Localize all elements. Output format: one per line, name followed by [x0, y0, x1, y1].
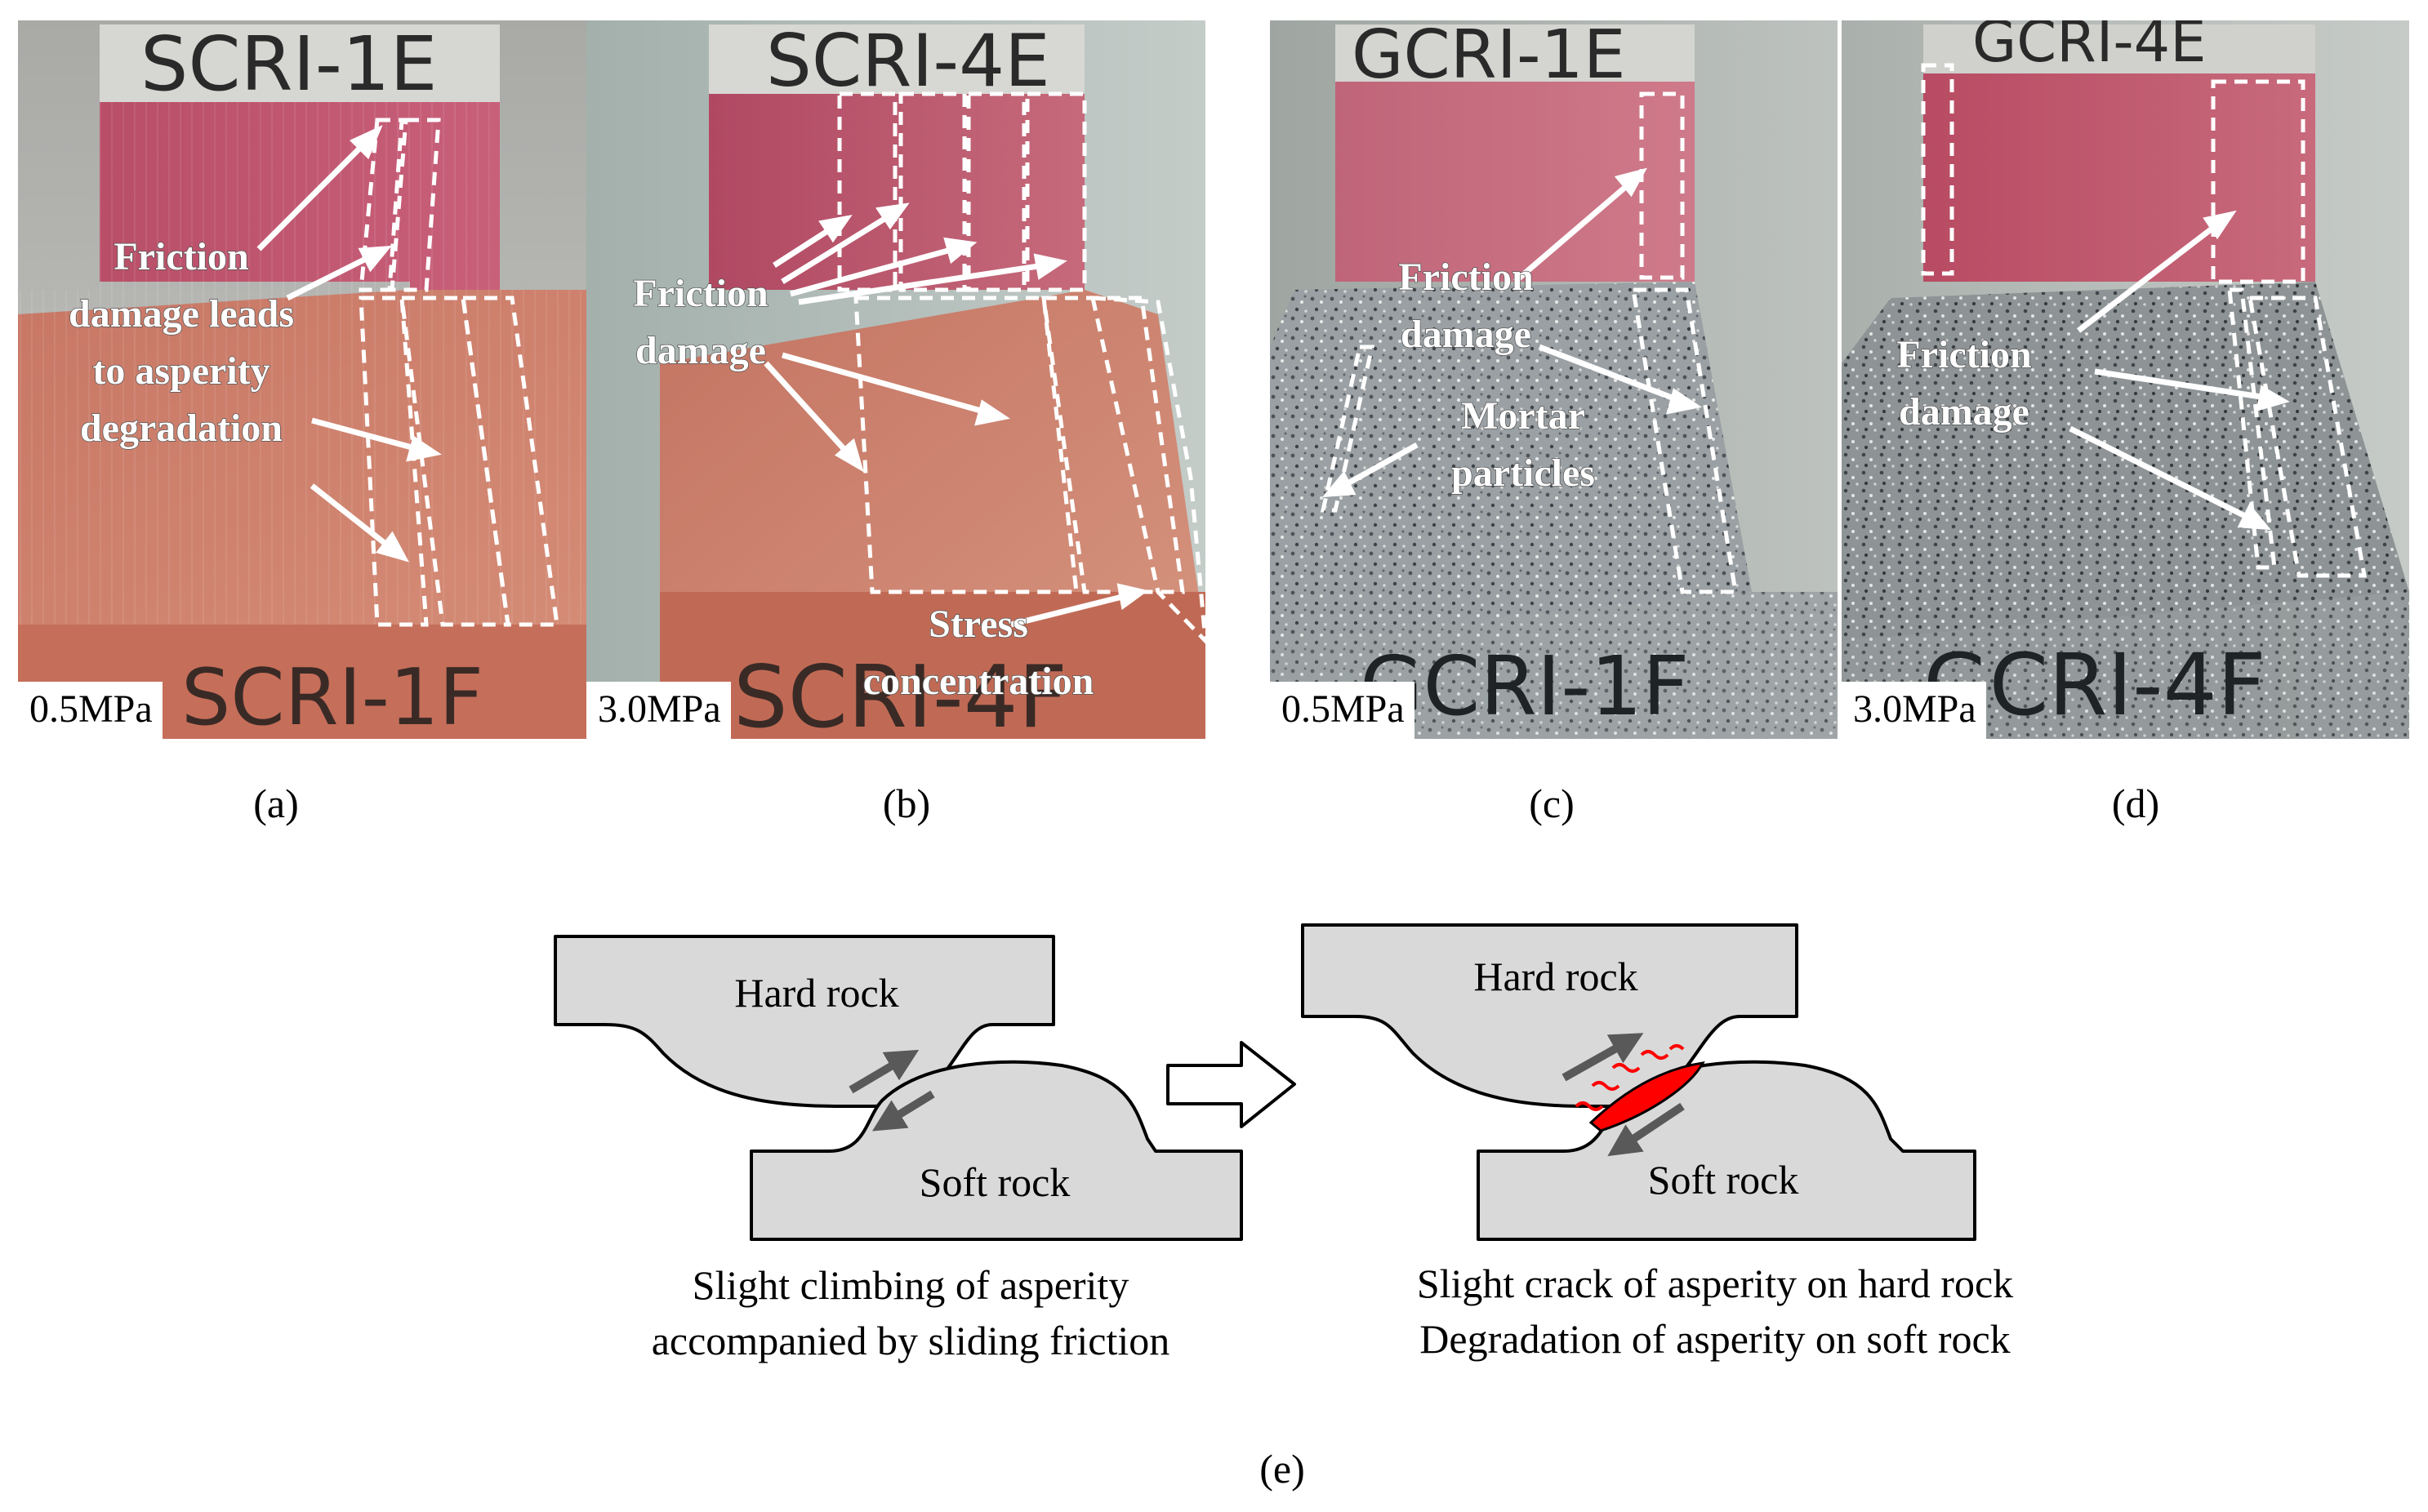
svg-text:Mortar: Mortar — [1461, 394, 1585, 438]
svg-text:Friction: Friction — [1896, 333, 2031, 376]
specimen-bottom-label-a: SCRI-1F — [181, 653, 483, 739]
photo-panel-d: GCRI-4E GCRI-4F Friction damage 3.0MPa — [1842, 20, 2409, 739]
specimen-photo-b: SCRI-4E SCRI-4F Friction damage Stress c… — [586, 20, 1205, 739]
pressure-badge-a: 0.5MPa — [18, 682, 163, 739]
damage-outline-a — [359, 118, 559, 627]
sliding-arrow-down-right — [1607, 1102, 1685, 1157]
specimen-photo-c: GCRI-1E GCRI-1F Friction damage Mortar p… — [1270, 20, 1838, 739]
specimen-top-label-b: SCRI-4E — [766, 20, 1050, 103]
sliding-arrow-down-left — [871, 1090, 935, 1132]
svg-text:degradation: degradation — [80, 407, 283, 450]
damage-outline-c — [1320, 91, 1738, 594]
soft-rock-block-left — [750, 1060, 1243, 1241]
specimen-photo-d: GCRI-4E GCRI-4F Friction damage — [1842, 20, 2409, 739]
hard-rock-label-right: Hard rock — [1473, 954, 1637, 999]
damage-outline-b — [837, 91, 1205, 644]
right-schematic-caption: Slight crack of asperity on hard rock De… — [1416, 1261, 2014, 1362]
sliding-arrow-up-right — [1561, 1033, 1644, 1082]
hard-rock-block-left — [554, 935, 1055, 1109]
specimen-top-label-a: SCRI-1E — [140, 20, 438, 108]
photo-panel-c: GCRI-1E GCRI-1F Friction damage Mortar p… — [1270, 20, 1838, 739]
sliding-arrow-up-left — [849, 1049, 920, 1094]
annotation-text-b: Friction damage Stress concentration — [633, 271, 1094, 704]
svg-text:damage: damage — [1899, 390, 2029, 434]
left-schematic-caption: Slight climbing of asperity accompanied … — [651, 1262, 1170, 1363]
specimen-top-label-d: GCRI-4E — [1972, 20, 2206, 75]
hard-rock-label-left: Hard rock — [734, 970, 898, 1016]
svg-text:Friction: Friction — [114, 235, 248, 278]
specimen-bottom-label-b: SCRI-4F — [733, 647, 1067, 739]
hard-rock-block-right — [1301, 923, 1798, 1109]
annotation-text-c: Friction damage Mortar particles — [1398, 255, 1596, 496]
svg-text:particles: particles — [1451, 451, 1595, 495]
pressure-badge-c: 0.5MPa — [1270, 682, 1414, 739]
photo-panel-a: SCRI-1E SCRI-1F Friction damage leads to… — [18, 20, 591, 739]
annotation-arrows-a — [256, 125, 442, 563]
soft-rock-label-right: Soft rock — [1648, 1157, 1799, 1203]
specimen-top-label-c: GCRI-1E — [1352, 20, 1626, 94]
svg-text:Friction: Friction — [1398, 256, 1533, 299]
annotation-arrows-c — [1322, 167, 1702, 498]
crack-lines — [1575, 1044, 1685, 1111]
svg-text:to asperity: to asperity — [92, 349, 270, 393]
caption-e: (e) — [1259, 1446, 1305, 1492]
svg-text:concentration: concentration — [863, 660, 1094, 703]
annotation-text-d: Friction damage — [1896, 332, 2033, 434]
specimen-photo-a: SCRI-1E SCRI-1F Friction damage leads to… — [18, 20, 591, 739]
svg-text:damage leads: damage leads — [69, 292, 294, 336]
asperity-schematic: Hard rock Soft rock Hard rock Soft rock — [554, 923, 1976, 1241]
annotation-arrows-d — [2069, 210, 2290, 531]
damage-outline-d — [1921, 63, 2367, 578]
crack-region — [1588, 1061, 1705, 1132]
soft-rock-label-left: Soft rock — [920, 1159, 1071, 1205]
specimen-bottom-label-c: GCRI-1F — [1360, 638, 1690, 734]
svg-text:damage: damage — [635, 329, 766, 372]
svg-text:Friction: Friction — [633, 272, 768, 315]
caption-b: (b) — [882, 780, 931, 826]
annotation-text-a: Friction damage leads to asperity degrad… — [68, 234, 295, 451]
annotation-arrows-b — [764, 202, 1149, 628]
caption-a: (a) — [253, 780, 299, 826]
svg-text:Stress: Stress — [929, 603, 1028, 646]
caption-d: (d) — [2111, 780, 2160, 826]
pressure-badge-d: 3.0MPa — [1842, 682, 1986, 739]
pressure-badge-b: 3.0MPa — [586, 682, 731, 739]
caption-c: (c) — [1529, 780, 1575, 826]
svg-text:damage: damage — [1401, 313, 1531, 356]
photo-panel-b: SCRI-4E SCRI-4F Friction damage Stress c… — [586, 20, 1205, 739]
transition-arrow — [1166, 1041, 1296, 1128]
